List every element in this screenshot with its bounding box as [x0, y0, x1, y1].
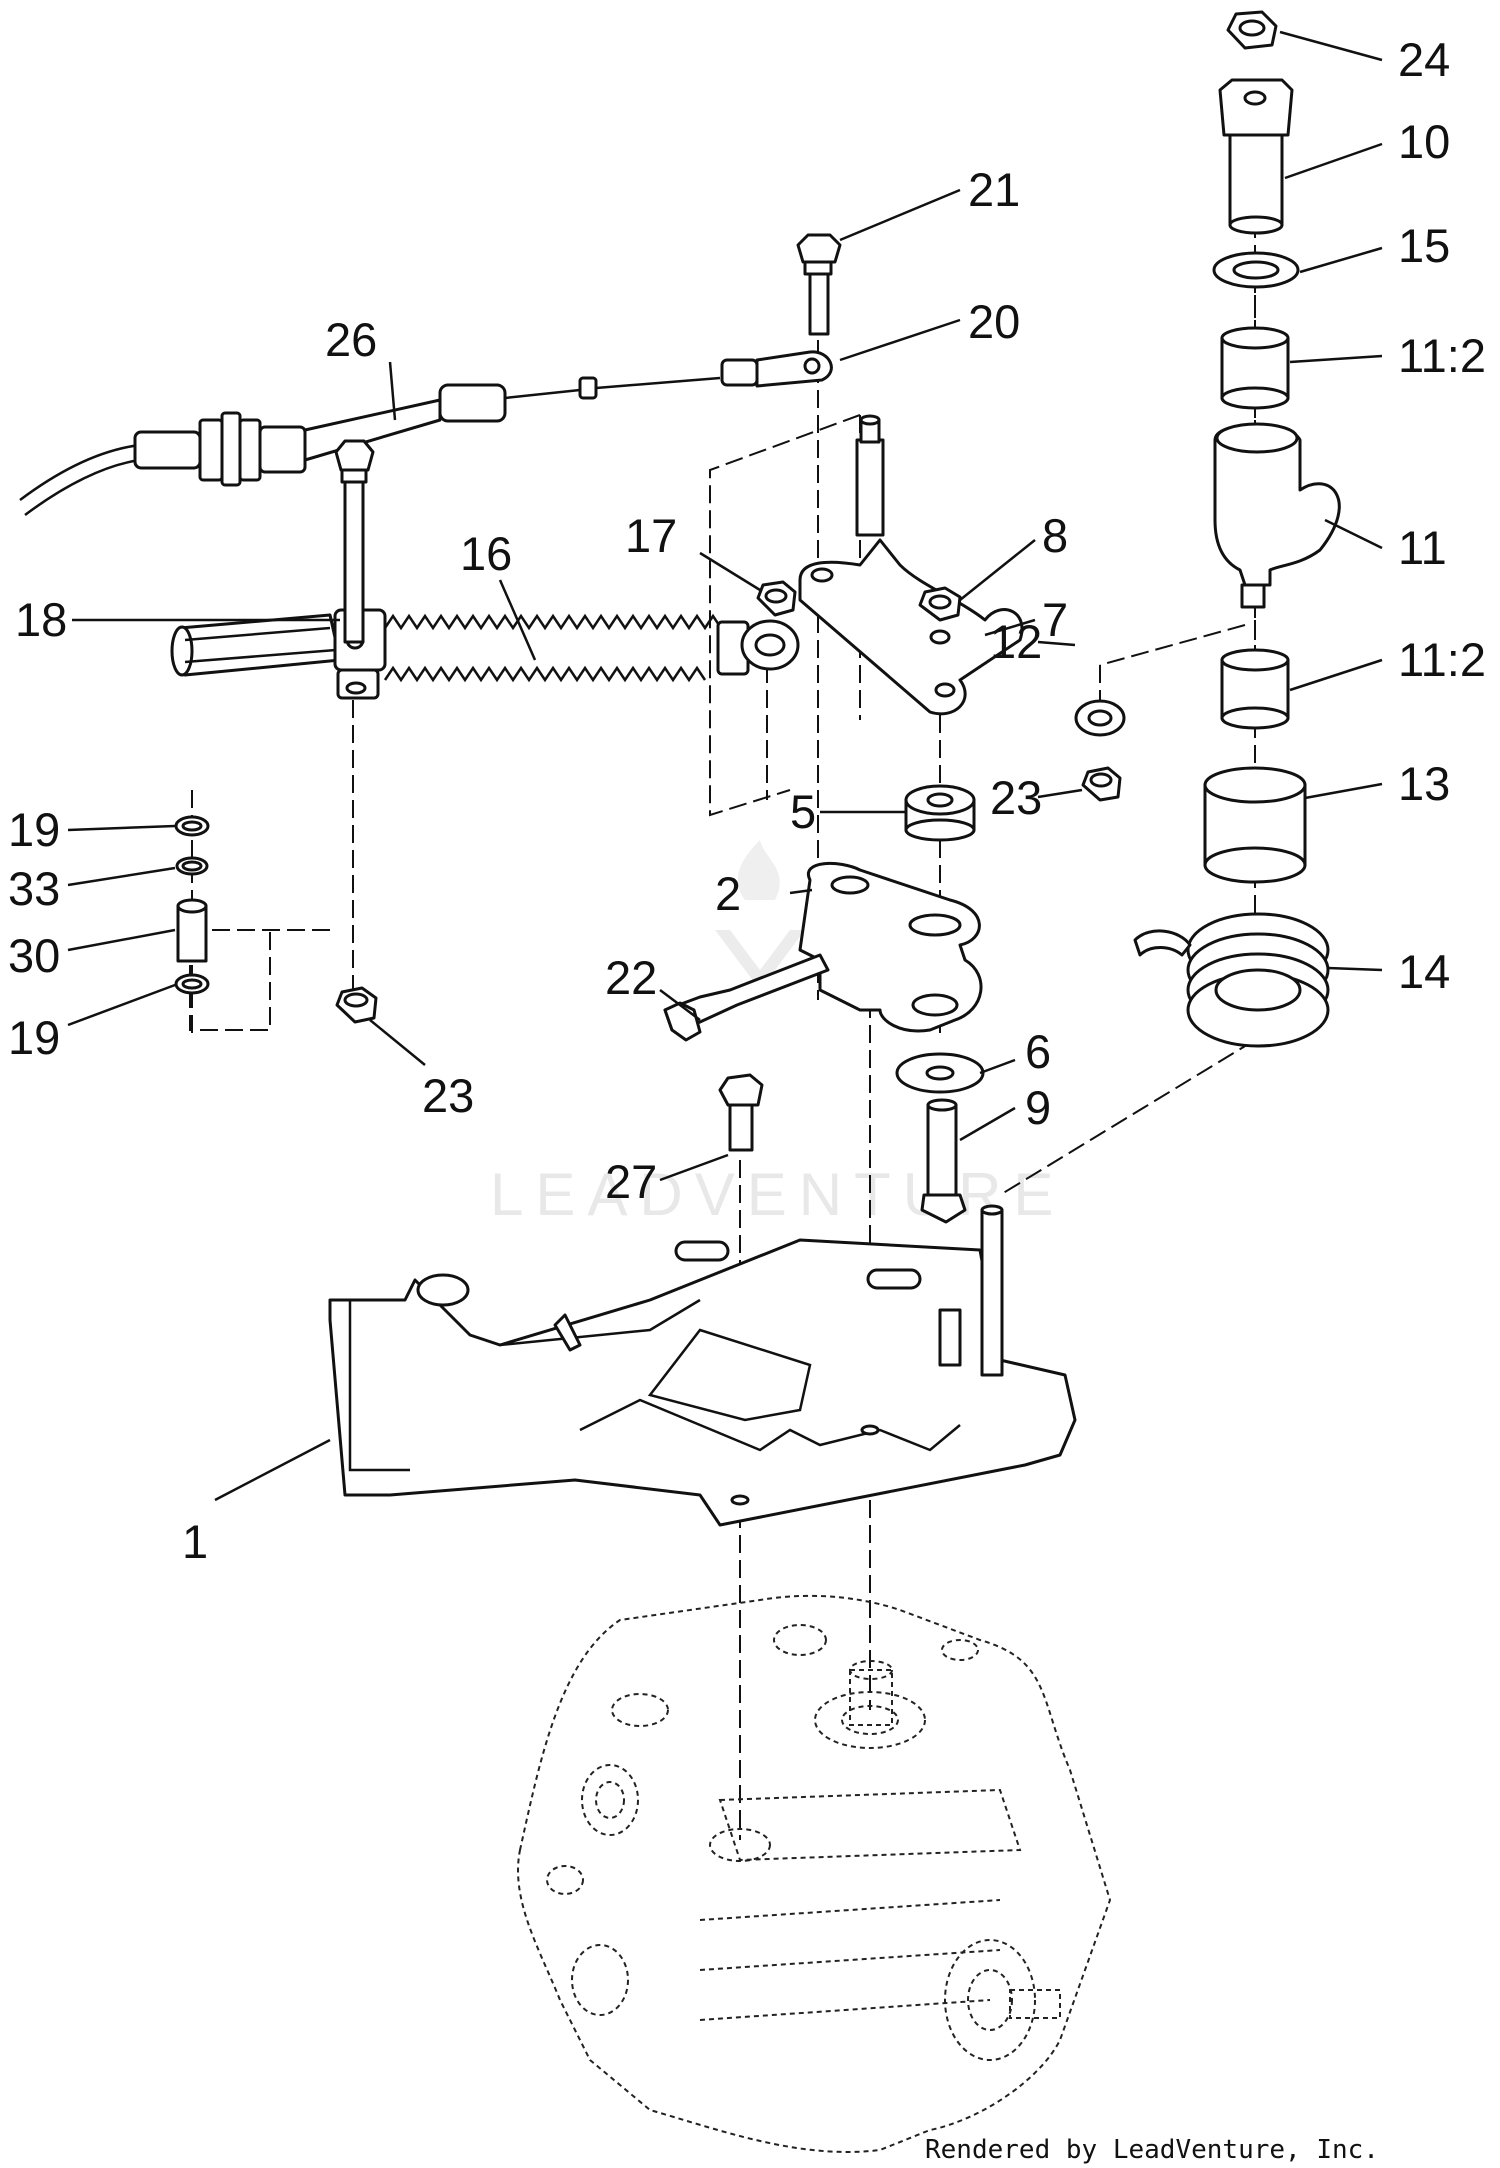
callout-8: 8 [1042, 509, 1068, 562]
watermark-text: LEADVENTURE [490, 1161, 1065, 1228]
washer-6 [895, 1052, 985, 1094]
callout-23-right: 23 [990, 771, 1042, 824]
callout-12: 12 [990, 615, 1042, 668]
callout-15: 15 [1398, 219, 1450, 272]
callout-14: 14 [1398, 945, 1450, 998]
callout-11: 11 [1398, 521, 1447, 574]
nut-23-right [1081, 766, 1122, 802]
callout-21: 21 [968, 163, 1020, 216]
callout-27: 27 [605, 1155, 657, 1208]
bolt-18 [334, 439, 375, 644]
bolt-27 [718, 1073, 764, 1152]
throttle-cable [19, 350, 833, 517]
spring-assembly-16 [170, 608, 800, 700]
leader-lines [67, 30, 1383, 1502]
callout-18: 18 [15, 593, 67, 646]
base-plate-1 [328, 1204, 1077, 1527]
callout-23-left: 23 [422, 1069, 474, 1122]
callout-1: 1 [182, 1515, 208, 1568]
lever-2 [798, 861, 983, 1033]
callout-11-2-mid: 11:2 [1398, 633, 1486, 686]
right-stack [1133, 10, 1341, 1048]
callout-2: 2 [715, 867, 741, 920]
nut-23-left [335, 986, 378, 1024]
callout-22: 22 [605, 951, 657, 1004]
bushing-5 [904, 784, 976, 842]
pin-9 [920, 1098, 967, 1224]
callout-17: 17 [625, 509, 677, 562]
bearing-12 [1074, 699, 1126, 737]
callout-24: 24 [1398, 33, 1450, 86]
callout-33: 33 [8, 862, 60, 915]
callout-30: 30 [8, 929, 60, 982]
bracket-7 [798, 414, 1024, 716]
callout-16: 16 [460, 527, 512, 580]
nut-17 [756, 580, 797, 617]
callout-10: 10 [1398, 115, 1450, 168]
callouts: 24 10 15 11:2 11 11:2 13 14 21 20 26 17 … [8, 33, 1486, 1568]
callout-6: 6 [1025, 1025, 1051, 1078]
callout-20: 20 [968, 295, 1020, 348]
callout-11-2-top: 11:2 [1398, 329, 1486, 382]
hydro-pump [517, 1594, 1112, 2153]
callout-19-top: 19 [8, 803, 60, 856]
callout-9: 9 [1025, 1081, 1051, 1134]
render-credit: Rendered by LeadVenture, Inc. [925, 2135, 1379, 2165]
callout-26: 26 [325, 313, 377, 366]
watermark: LEADVENTURE [490, 840, 1065, 1228]
callout-19-bottom: 19 [8, 1011, 60, 1064]
callout-7: 7 [1042, 593, 1068, 646]
callout-13: 13 [1398, 757, 1450, 810]
callout-5: 5 [790, 785, 816, 838]
bolt-21 [796, 233, 842, 336]
spacer-stack [174, 815, 210, 995]
